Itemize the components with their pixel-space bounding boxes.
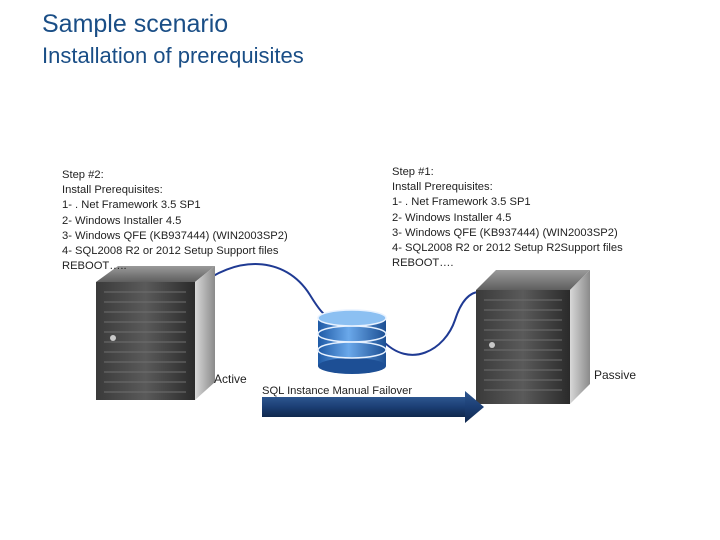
- step-1-line: 2- Windows Installer 4.5: [392, 211, 512, 224]
- slide-title: Sample scenario: [42, 10, 229, 38]
- step-2-line: 2- Windows Installer 4.5: [62, 214, 182, 227]
- server-tower-icon: [96, 266, 215, 400]
- step-2-line: 4- SQL2008 R2 or 2012 Setup Support file…: [62, 245, 279, 258]
- failover-label: SQL Instance Manual Failover: [262, 385, 413, 397]
- step-2-line: Step #2:: [62, 169, 104, 181]
- passive-label: Passive: [594, 368, 637, 382]
- step-1-line: 3- Windows QFE (KB937444) (WIN2003SP2): [392, 226, 618, 239]
- step-2-line: 3- Windows QFE (KB937444) (WIN2003SP2): [62, 229, 288, 242]
- arrow-right-icon: [262, 391, 484, 423]
- server-tower-icon: [476, 270, 590, 404]
- step-1-line: Install Prerequisites:: [392, 181, 493, 194]
- step-1-text: Step #1: Install Prerequisites: 1- . Net…: [392, 165, 623, 271]
- step-1-line: 1- . Net Framework 3.5 SP1: [392, 196, 531, 209]
- step-2-line: REBOOT…..: [62, 260, 127, 273]
- slide-subtitle: Installation of prerequisites: [42, 43, 304, 68]
- step-2-line: Install Prerequisites:: [62, 184, 163, 197]
- active-label: Active: [214, 372, 247, 386]
- connector-line-right: [381, 290, 485, 356]
- step-2-line: 1- . Net Framework 3.5 SP1: [62, 199, 201, 212]
- step-1-line: Step #1:: [392, 166, 434, 178]
- step-2-text: Step #2: Install Prerequisites: 1- . Net…: [62, 168, 288, 274]
- step-1-line: REBOOT….: [392, 257, 454, 270]
- database-icon: [317, 309, 387, 374]
- step-1-line: 4- SQL2008 R2 or 2012 Setup R2Support fi…: [392, 242, 623, 255]
